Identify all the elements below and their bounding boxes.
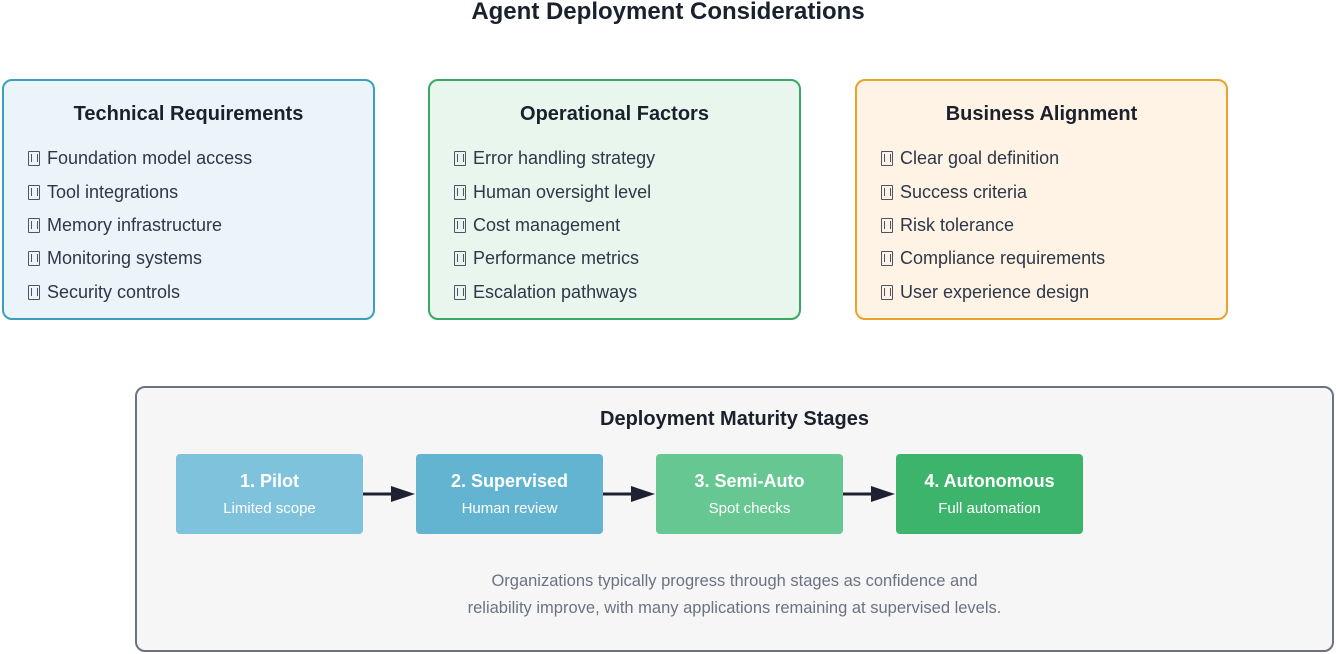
stage-title: 2. Supervised [450, 471, 569, 491]
list-item-label: Monitoring systems [47, 248, 203, 269]
list-item: Security controls [28, 276, 252, 309]
checkbox-icon [454, 284, 466, 300]
factors-list: Error handling strategy Human oversight … [454, 142, 655, 309]
list-item-label: Performance metrics [473, 248, 640, 269]
maturity-note: Organizations typically progress through… [137, 568, 1332, 622]
stage-supervised: 2. Supervised Human review [416, 454, 603, 534]
stage-subtitle: Limited scope [223, 500, 316, 517]
stage-title: 3. Semi-Auto [694, 471, 805, 491]
alignment-list: Clear goal definition Success criteria R… [881, 142, 1105, 309]
list-item: Performance metrics [454, 242, 655, 275]
list-item: Success criteria [881, 175, 1105, 208]
checkbox-icon [28, 284, 40, 300]
checkbox-icon [881, 184, 893, 200]
checkbox-icon [454, 184, 466, 200]
list-item: Human oversight level [454, 175, 655, 208]
checkbox-icon [881, 217, 893, 233]
list-item: Foundation model access [28, 142, 252, 175]
list-item-label: Risk tolerance [900, 214, 1015, 235]
technical-requirements-card: Technical Requirements Foundation model … [2, 79, 375, 320]
checkbox-icon [28, 251, 40, 267]
stage-subtitle: Human review [461, 500, 558, 517]
list-item-label: Clear goal definition [900, 148, 1060, 169]
checkbox-icon [881, 251, 893, 267]
stage-title: 1. Pilot [239, 471, 299, 491]
list-item: Clear goal definition [881, 142, 1105, 175]
checkbox-icon [28, 184, 40, 200]
operational-factors-card: Operational Factors Error handling strat… [428, 79, 801, 320]
list-item: User experience design [881, 276, 1105, 309]
stage-pilot: 1. Pilot Limited scope [176, 454, 363, 534]
checkbox-icon [28, 217, 40, 233]
list-item: Error handling strategy [454, 142, 655, 175]
list-item-label: Memory infrastructure [47, 214, 223, 235]
arrow-right-icon [363, 486, 415, 502]
stage-subtitle: Spot checks [708, 500, 791, 517]
list-item: Compliance requirements [881, 242, 1105, 275]
list-item-label: Error handling strategy [473, 148, 656, 169]
business-alignment-card: Business Alignment Clear goal definition… [855, 79, 1228, 320]
stage-subtitle: Full automation [938, 500, 1041, 517]
card-title: Technical Requirements [73, 103, 304, 125]
panel-title: Deployment Maturity Stages [600, 408, 869, 430]
diagram-title: Agent Deployment Considerations [471, 0, 865, 25]
checkbox-icon [454, 151, 466, 167]
stage-semi-auto: 3. Semi-Auto Spot checks [656, 454, 843, 534]
list-item-label: Escalation pathways [473, 281, 638, 302]
list-item: Tool integrations [28, 175, 252, 208]
checkbox-icon [454, 251, 466, 267]
card-title: Operational Factors [520, 103, 709, 125]
arrow-right-icon [603, 486, 655, 502]
list-item: Risk tolerance [881, 209, 1105, 242]
note-line: reliability improve, with many applicati… [467, 599, 1002, 617]
list-item-label: Tool integrations [47, 181, 179, 202]
checkbox-icon [454, 217, 466, 233]
note-line: Organizations typically progress through… [491, 572, 978, 590]
list-item-label: Human oversight level [473, 181, 652, 202]
list-item: Escalation pathways [454, 276, 655, 309]
list-item: Monitoring systems [28, 242, 252, 275]
list-item-label: Success criteria [900, 181, 1028, 202]
checkbox-icon [28, 151, 40, 167]
maturity-stages-panel: Deployment Maturity Stages 1. Pilot Limi… [135, 386, 1334, 652]
card-title: Business Alignment [945, 103, 1138, 125]
list-item: Memory infrastructure [28, 209, 252, 242]
checkbox-icon [881, 284, 893, 300]
stage-autonomous: 4. Autonomous Full automation [896, 454, 1083, 534]
arrow-right-icon [843, 486, 895, 502]
list-item: Cost management [454, 209, 655, 242]
list-item-label: Cost management [473, 214, 621, 235]
requirements-list: Foundation model access Tool integration… [28, 142, 252, 309]
list-item-label: Foundation model access [47, 148, 253, 169]
list-item-label: Compliance requirements [900, 248, 1106, 269]
checkbox-icon [881, 151, 893, 167]
list-item-label: User experience design [900, 281, 1090, 302]
stage-title: 4. Autonomous [924, 471, 1055, 491]
list-item-label: Security controls [47, 281, 181, 302]
